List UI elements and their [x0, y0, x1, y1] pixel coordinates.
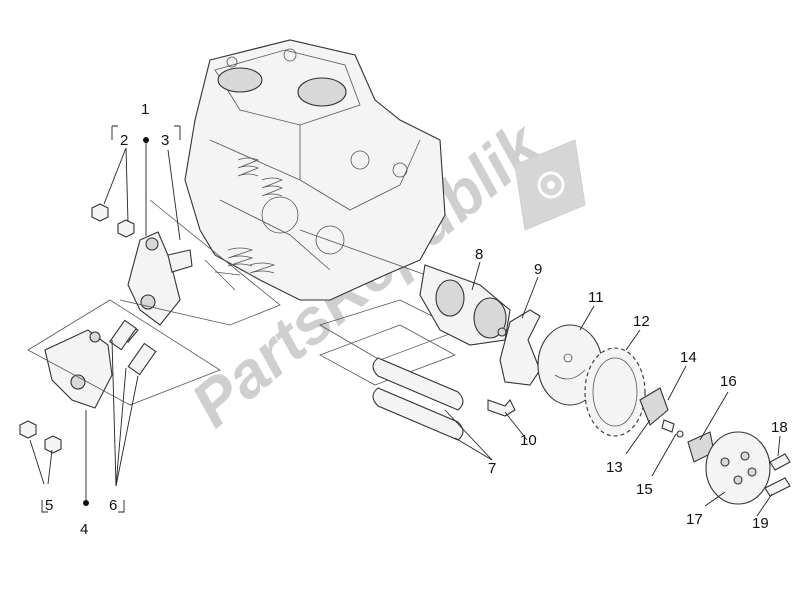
callout-8: 8: [475, 246, 483, 263]
callout-4: 4: [80, 521, 88, 538]
callout-2: 2: [120, 132, 128, 149]
decompressor: [639, 387, 684, 438]
group-dot-top: [143, 137, 149, 143]
cover-17: [705, 431, 771, 505]
callout-5: 5: [45, 497, 53, 514]
callout-17: 17: [686, 511, 703, 528]
callout-12: 12: [633, 313, 650, 330]
nuts: [19, 203, 135, 454]
callout-9: 9: [534, 261, 542, 278]
callout-7: 7: [488, 460, 496, 477]
leader-lines: [29, 125, 781, 517]
screw-10: [487, 399, 516, 417]
screw-19: [764, 477, 791, 497]
callout-15: 15: [636, 481, 653, 498]
screw-18: [769, 453, 791, 471]
callout-14: 14: [680, 349, 697, 366]
rocker-arm-upper: [127, 231, 193, 326]
callout-labels: 1 2 3 4 5 6 7 8 9 10 11 12 13 14 15 16 1…: [45, 101, 788, 538]
callout-13: 13: [606, 459, 623, 476]
rocker-pins: [372, 357, 464, 441]
gear-icon: [514, 139, 586, 231]
callout-10: 10: [520, 432, 537, 449]
valve-springs: [227, 157, 284, 274]
timing-sprocket: [584, 347, 646, 437]
cylinder-head: [184, 39, 446, 301]
callout-11: 11: [588, 289, 604, 306]
callout-3: 3: [161, 132, 169, 149]
callout-19: 19: [752, 515, 769, 532]
callout-6: 6: [109, 497, 117, 514]
camshaft: [299, 229, 511, 346]
group-dot-bottom: [83, 500, 89, 506]
callout-1: 1: [141, 101, 149, 118]
rocker-arm-lower: [44, 329, 113, 409]
rocker-shafts: [109, 319, 157, 376]
callout-16: 16: [720, 373, 737, 390]
callout-18: 18: [771, 419, 788, 436]
